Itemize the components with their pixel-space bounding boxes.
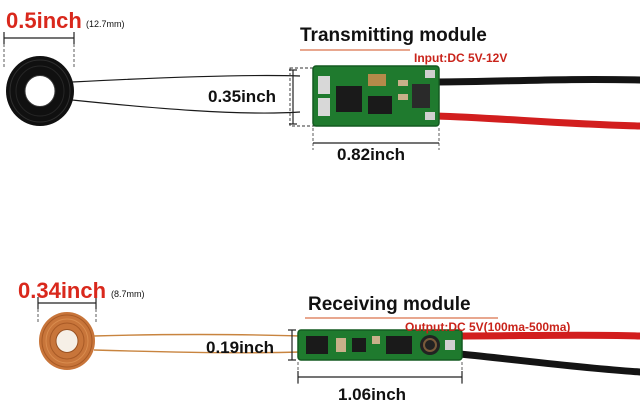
rx-length-bracket xyxy=(297,362,463,384)
tx-module-title: Transmitting module xyxy=(300,25,487,46)
tx-coil-diameter-label: 0.5inch xyxy=(6,8,82,33)
tx-input-spec: Input:DC 5V-12V xyxy=(414,51,508,65)
tx-coil-leads xyxy=(71,74,301,114)
tx-coil-width-bracket xyxy=(3,32,75,68)
rx-output-spec: Output:DC 5V(100ma-500ma) xyxy=(405,320,571,334)
rx-coil-leads xyxy=(93,333,301,354)
tx-board-height-label: 0.35inch xyxy=(208,87,277,106)
tx-length-bracket xyxy=(312,128,440,150)
tx-board-length-label: 0.82inch xyxy=(337,145,406,164)
rx-module-title: Receiving module xyxy=(308,294,471,315)
rx-coil-diameter-label: 0.34inch xyxy=(18,278,107,303)
rx-coil-diameter-mm: (8.7mm) xyxy=(111,289,145,299)
tx-coil xyxy=(6,56,74,126)
tx-pcb-board xyxy=(312,65,440,127)
rx-board-length-label: 1.06inch xyxy=(338,385,407,404)
tx-height-bracket xyxy=(289,67,317,127)
rx-height-bracket xyxy=(288,329,296,361)
tx-coil-diameter-mm: (12.7mm) xyxy=(86,19,125,29)
rx-coil xyxy=(39,312,95,370)
tx-power-wires xyxy=(432,75,640,130)
rx-pcb-board xyxy=(297,329,463,361)
rx-board-height-label: 0.19inch xyxy=(206,338,275,357)
rx-power-wires xyxy=(456,331,640,376)
rx-coil-width-bracket xyxy=(37,297,97,322)
